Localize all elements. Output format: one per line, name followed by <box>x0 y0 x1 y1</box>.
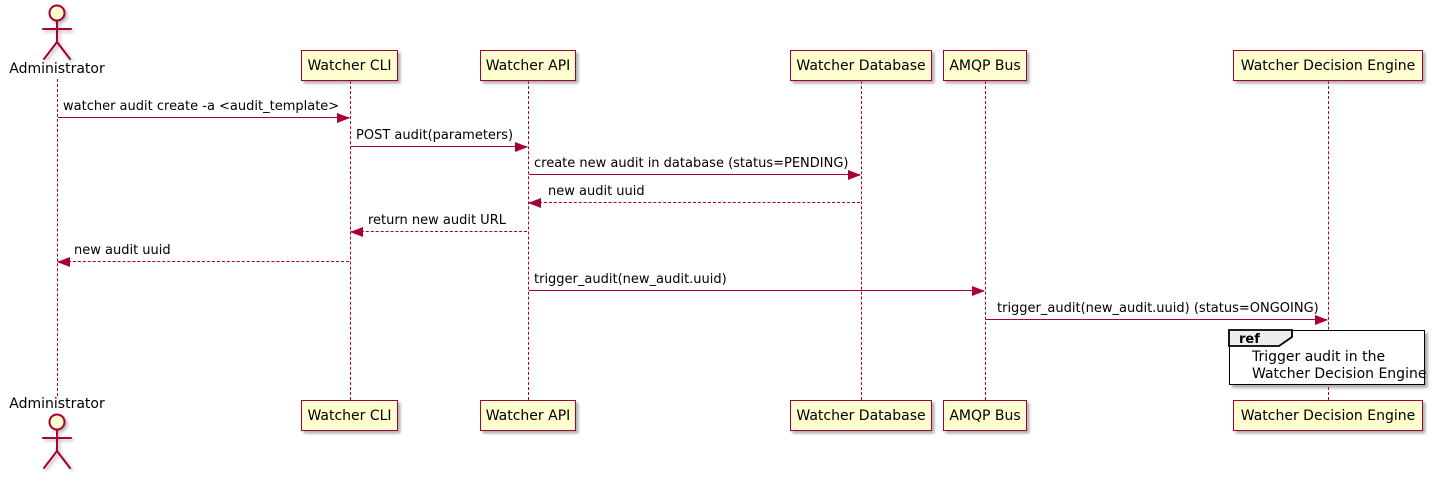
participant-box-top-0: Watcher CLI <box>301 50 398 81</box>
participant-box-top-4: Watcher Decision Engine <box>1233 50 1423 81</box>
participant-box-top-2: Watcher Database <box>790 50 932 81</box>
actor-label-administrator-top: Administrator <box>9 61 105 77</box>
participant-box-bottom-2: Watcher Database <box>790 400 932 431</box>
message-arrowhead-4 <box>350 226 363 237</box>
message-label-1: POST audit(parameters) <box>356 128 514 143</box>
participant-box-top-3: AMQP Bus <box>943 50 1027 81</box>
message-arrowhead-3 <box>528 197 541 208</box>
ref-text-line-1: Watcher Decision Engine <box>1252 366 1427 382</box>
participant-box-bottom-4: Watcher Decision Engine <box>1233 400 1423 431</box>
message-label-7: trigger_audit(new_audit.uuid) (status=ON… <box>997 301 1319 316</box>
message-label-2: create new audit in database (status=PEN… <box>534 156 849 171</box>
message-line-0 <box>58 117 349 118</box>
message-line-3 <box>529 202 860 203</box>
lifeline-4 <box>1327 81 1329 400</box>
lifeline-3 <box>984 81 986 400</box>
ref-keyword-tab: ref <box>1228 329 1298 352</box>
participant-box-bottom-1: Watcher API <box>480 400 576 431</box>
message-arrowhead-2 <box>848 169 861 180</box>
message-label-6: trigger_audit(new_audit.uuid) <box>534 272 727 287</box>
lifeline-1 <box>527 81 529 400</box>
lifeline-0 <box>349 81 351 400</box>
administrator-actor-icon-bottom <box>38 412 76 474</box>
message-line-2 <box>529 174 860 175</box>
message-arrowhead-0 <box>337 112 350 123</box>
message-line-4 <box>351 231 527 232</box>
lifeline-2 <box>860 81 862 400</box>
message-arrowhead-7 <box>1315 314 1328 325</box>
message-arrowhead-5 <box>57 256 70 267</box>
participant-box-bottom-3: AMQP Bus <box>943 400 1027 431</box>
message-label-4: return new audit URL <box>368 213 506 228</box>
ref-text-line-0: Trigger audit in the <box>1252 349 1386 365</box>
participant-box-bottom-0: Watcher CLI <box>301 400 398 431</box>
message-arrowhead-6 <box>972 285 985 296</box>
ref-keyword-text: ref <box>1239 332 1260 347</box>
message-line-5 <box>58 261 349 262</box>
actor-label-administrator-bottom: Administrator <box>9 396 105 412</box>
message-line-1 <box>351 146 527 147</box>
message-label-5: new audit uuid <box>74 243 171 258</box>
message-label-0: watcher audit create -a <audit_template> <box>63 99 340 114</box>
message-arrowhead-1 <box>515 141 528 152</box>
lifeline-administrator <box>56 79 58 396</box>
message-label-3: new audit uuid <box>548 184 645 199</box>
participant-box-top-1: Watcher API <box>480 50 576 81</box>
message-line-6 <box>529 290 984 291</box>
administrator-actor-icon <box>38 3 76 65</box>
message-line-7 <box>986 319 1327 320</box>
